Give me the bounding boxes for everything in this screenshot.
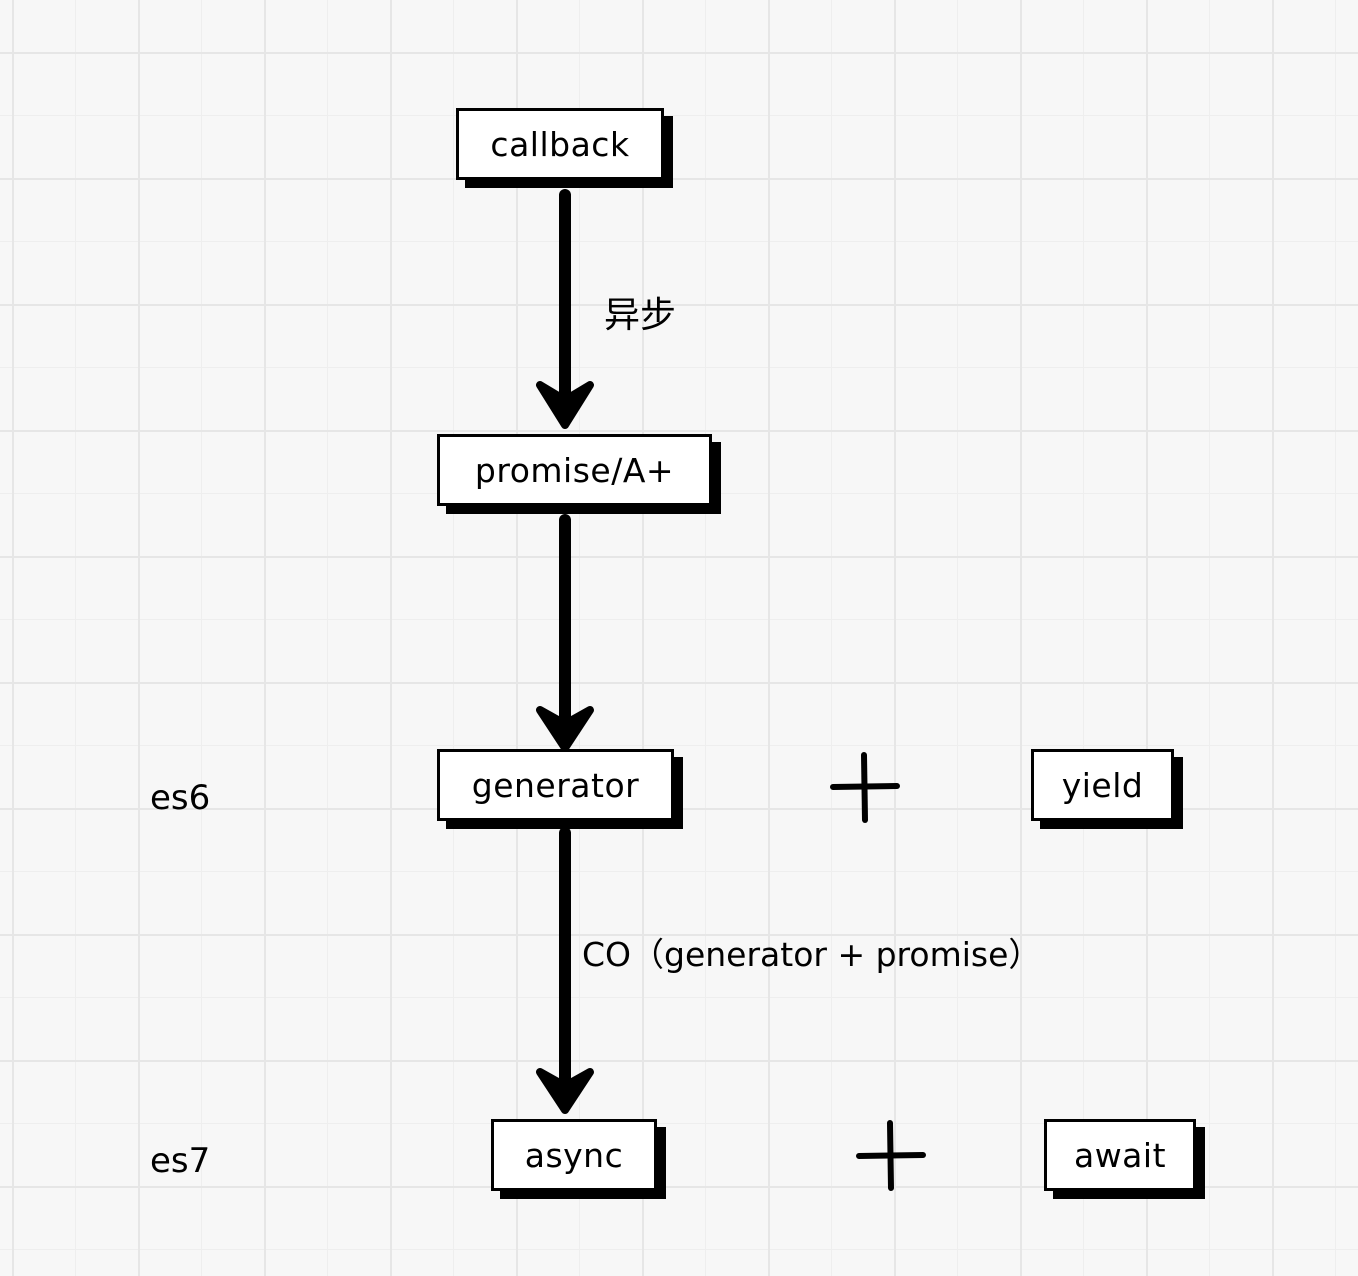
side-label-es6: es6 (150, 778, 211, 818)
node-yield: yield (1031, 749, 1174, 821)
arrow-generator-to-async (536, 827, 594, 1114)
node-await: await (1044, 1119, 1196, 1191)
plus-icon (856, 1120, 926, 1191)
edge-label-async-step: 异步 (604, 295, 677, 336)
node-async: async (491, 1119, 657, 1191)
plus-icon (830, 752, 900, 823)
side-label-es7: es7 (150, 1141, 211, 1181)
node-generator: generator (437, 749, 674, 821)
node-callback: callback (456, 108, 664, 180)
node-promise: promise/A+ (437, 434, 712, 506)
arrow-promise-to-generator (536, 514, 594, 752)
edge-label-co: CO（generator + promise） (582, 935, 1042, 974)
arrow-callback-to-promise (536, 189, 594, 429)
